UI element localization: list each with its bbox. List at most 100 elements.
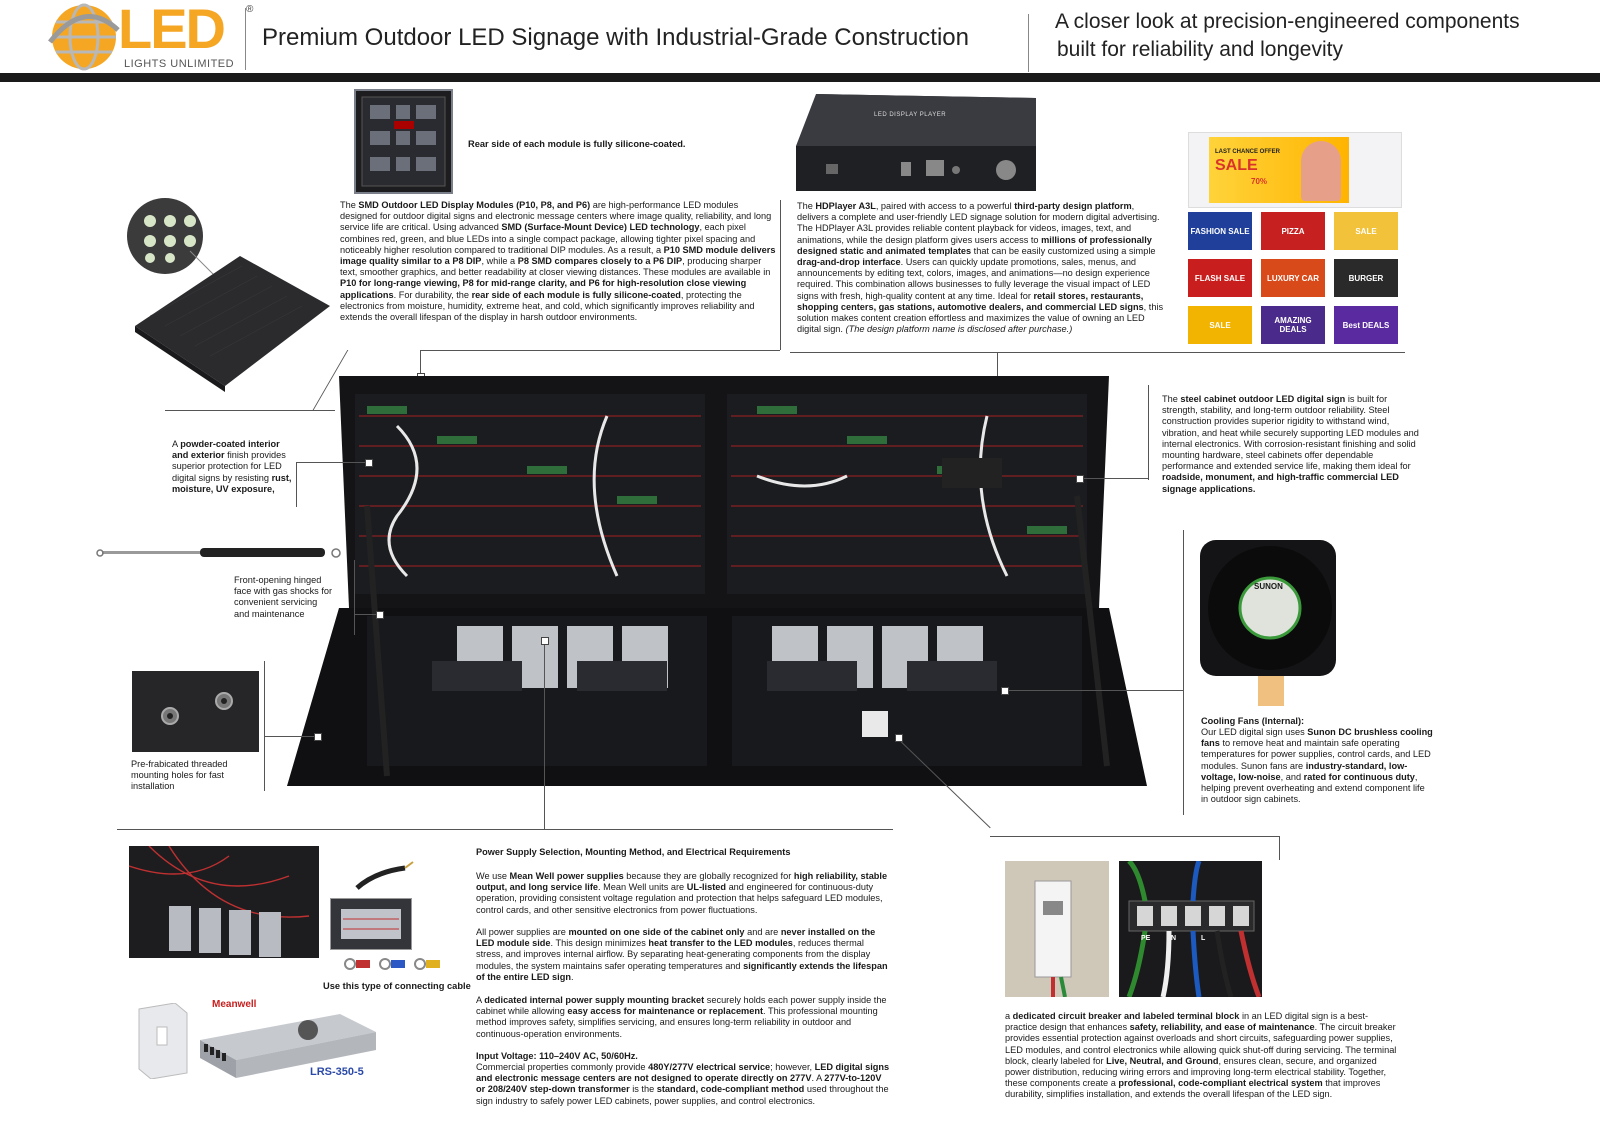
- text-run: rated for continuous duty: [1303, 771, 1415, 782]
- terminal-label: N: [1171, 935, 1177, 942]
- powder-leader-dot: [365, 459, 373, 467]
- brand-logo: LED ® LIGHTS UNLIMITED: [48, 0, 253, 72]
- header-divider-2: [1028, 14, 1029, 72]
- text-run: . The circuit breaker provides essential…: [1005, 1022, 1397, 1066]
- text-run: retail stores, restaurants, shopping cen…: [797, 290, 1144, 312]
- text-run: rear side of each module is fully silico…: [471, 289, 681, 300]
- text-run: , helping prevent overheating and extend…: [1201, 771, 1425, 805]
- power-paragraph-2: All power supplies are mounted on one si…: [476, 927, 892, 983]
- text-run: , delivers a complete and user-friendly …: [797, 201, 1160, 245]
- player-description-text: The HDPlayer A3L, paired with access to …: [797, 201, 1163, 334]
- text-run: 480Y/277V electrical service: [648, 1062, 771, 1072]
- header-divider: [245, 8, 246, 70]
- player-leader-line: [790, 352, 1405, 353]
- hinge-leader-line-2: [354, 614, 380, 615]
- text-run: A: [172, 439, 181, 449]
- terminal-label: PE: [1141, 935, 1151, 942]
- text-run: (The design platform name is disclosed a…: [845, 324, 1073, 335]
- mounting-bracket-photo: [135, 1003, 191, 1079]
- text-run: . A: [811, 1073, 825, 1084]
- text-run: in an LED digital sign is a best-practic…: [1005, 1011, 1369, 1033]
- text-run: and engineered for continuous-duty opera…: [476, 882, 883, 915]
- template-thumbnail: BURGER: [1334, 259, 1398, 297]
- hinge-leader-dot: [376, 611, 384, 619]
- powder-coat-description: A powder-coated interior and exterior fi…: [172, 439, 292, 495]
- module-front-photo: [120, 196, 330, 396]
- text-run: third-party design platform: [1014, 201, 1132, 211]
- header-rule: [0, 73, 1600, 82]
- cabinet-description-text: The steel cabinet outdoor LED digital si…: [1162, 394, 1419, 494]
- module-rear-photo: [354, 89, 453, 194]
- hinge-description: Front-opening hinged face with gas shock…: [234, 575, 333, 619]
- player-device-photo: LED DISPLAY PLAYER: [796, 86, 1046, 196]
- text-run: The: [1162, 394, 1181, 404]
- power-leader-dot: [541, 637, 549, 645]
- cable-photo: [355, 858, 415, 894]
- text-run: Sunon DC brushless cooling fans: [1201, 727, 1433, 749]
- text-run: steel cabinet outdoor LED digital sign: [1180, 394, 1346, 404]
- text-run: P8 SMD compares closely to a P6 DIP: [517, 256, 683, 267]
- text-run: Live, Neutral, and Ground: [1106, 1055, 1219, 1066]
- text-run: never installed on the LED module side: [476, 927, 876, 949]
- text-run: Commercial properties commonly provide: [476, 1062, 649, 1072]
- text-run: millions of professionally designed stat…: [797, 234, 1152, 256]
- power-paragraph-1: We use Mean Well power supplies because …: [476, 871, 892, 916]
- fans-leader-line: [1183, 530, 1184, 815]
- globe-icon: [48, 3, 120, 71]
- breaker-leader-line-2: [1279, 836, 1280, 860]
- breaker-leader-line: [990, 836, 1280, 837]
- template-thumbnail: SALE: [1334, 212, 1398, 250]
- text-run: . Mean Well units are: [598, 882, 687, 893]
- text-run: . Users can quickly update promotions, s…: [797, 257, 1151, 301]
- text-run: 277V-to-120V or 208/240V step-down trans…: [476, 1073, 882, 1095]
- text-run: used throughout the sign industry to saf…: [476, 1084, 889, 1106]
- meanwell-brand: Meanwell: [212, 999, 257, 1010]
- breaker-description: a dedicated circuit breaker and labeled …: [1005, 1011, 1397, 1101]
- text-run: is built for strength, stability, and lo…: [1162, 394, 1419, 472]
- connector-lugs-photo: [330, 950, 448, 978]
- tagline-line-1: A closer look at precision-engineered co…: [1055, 10, 1520, 33]
- power-paragraph-3-text: A dedicated internal power supply mounti…: [476, 995, 887, 1039]
- text-run: are high-performance LED modules designe…: [340, 200, 772, 233]
- text-run: drag-and-drop interface: [797, 257, 901, 268]
- text-run: All power supplies are: [476, 927, 569, 937]
- template-thumbnail: Best DEALS: [1334, 306, 1398, 344]
- text-run: SMD (Surface-Mount Device) LED technolog…: [501, 222, 700, 233]
- template-editor-preview: LAST CHANCE OFFER SALE 70%: [1188, 132, 1402, 208]
- power-paragraph-2-text: All power supplies are mounted on one si…: [476, 927, 888, 982]
- text-run: Our LED digital sign uses: [1201, 727, 1308, 737]
- text-run: HDPlayer A3L: [815, 201, 876, 211]
- sunon-fan-photo: SUNON: [1198, 538, 1340, 708]
- power-paragraph-3: A dedicated internal power supply mounti…: [476, 995, 892, 1040]
- cabinet-leader-line: [1148, 385, 1149, 480]
- power-paragraph-4: Commercial properties commonly provide 4…: [476, 1062, 892, 1107]
- text-run: a: [1005, 1011, 1013, 1021]
- text-run: The: [340, 200, 359, 210]
- terminal-closeup-photo: [330, 898, 412, 950]
- mounting-holes-photo: [132, 671, 259, 752]
- powder-leader-line-2: [296, 462, 368, 463]
- text-run: industry-standard, low-voltage, low-nois…: [1201, 760, 1408, 782]
- brand-logo-text: LED: [118, 0, 226, 60]
- text-run: dedicated internal power supply mounting…: [484, 995, 705, 1005]
- text-run: , ensures clean, secure, and organized p…: [1005, 1055, 1387, 1089]
- mounting-leader-line: [264, 661, 265, 791]
- mounting-description: Pre-frabicated threaded mounting holes f…: [131, 759, 228, 792]
- fans-description-text: Our LED digital sign uses Sunon DC brush…: [1201, 727, 1433, 804]
- template-hero-discount: 70%: [1251, 177, 1268, 186]
- text-run: LED digital signs and electronic message…: [476, 1062, 890, 1084]
- text-run: is the: [629, 1084, 657, 1095]
- text-run: The: [797, 201, 816, 211]
- text-run: P10 SMD module delivers image quality si…: [340, 244, 776, 267]
- player-description: The HDPlayer A3L, paired with access to …: [797, 201, 1167, 335]
- text-run: significantly extends the lifespan of th…: [476, 960, 888, 982]
- breaker-description-text: a dedicated circuit breaker and labeled …: [1005, 1011, 1396, 1099]
- text-run: . This professional mounting method impr…: [476, 1006, 878, 1039]
- text-run: high reliability, stable output, and lon…: [476, 871, 888, 893]
- powder-coat-description-text: A powder-coated interior and exterior fi…: [172, 439, 292, 494]
- text-run: . This design minimizes: [550, 938, 649, 949]
- text-run: that can be easily customized using a si…: [971, 245, 1156, 256]
